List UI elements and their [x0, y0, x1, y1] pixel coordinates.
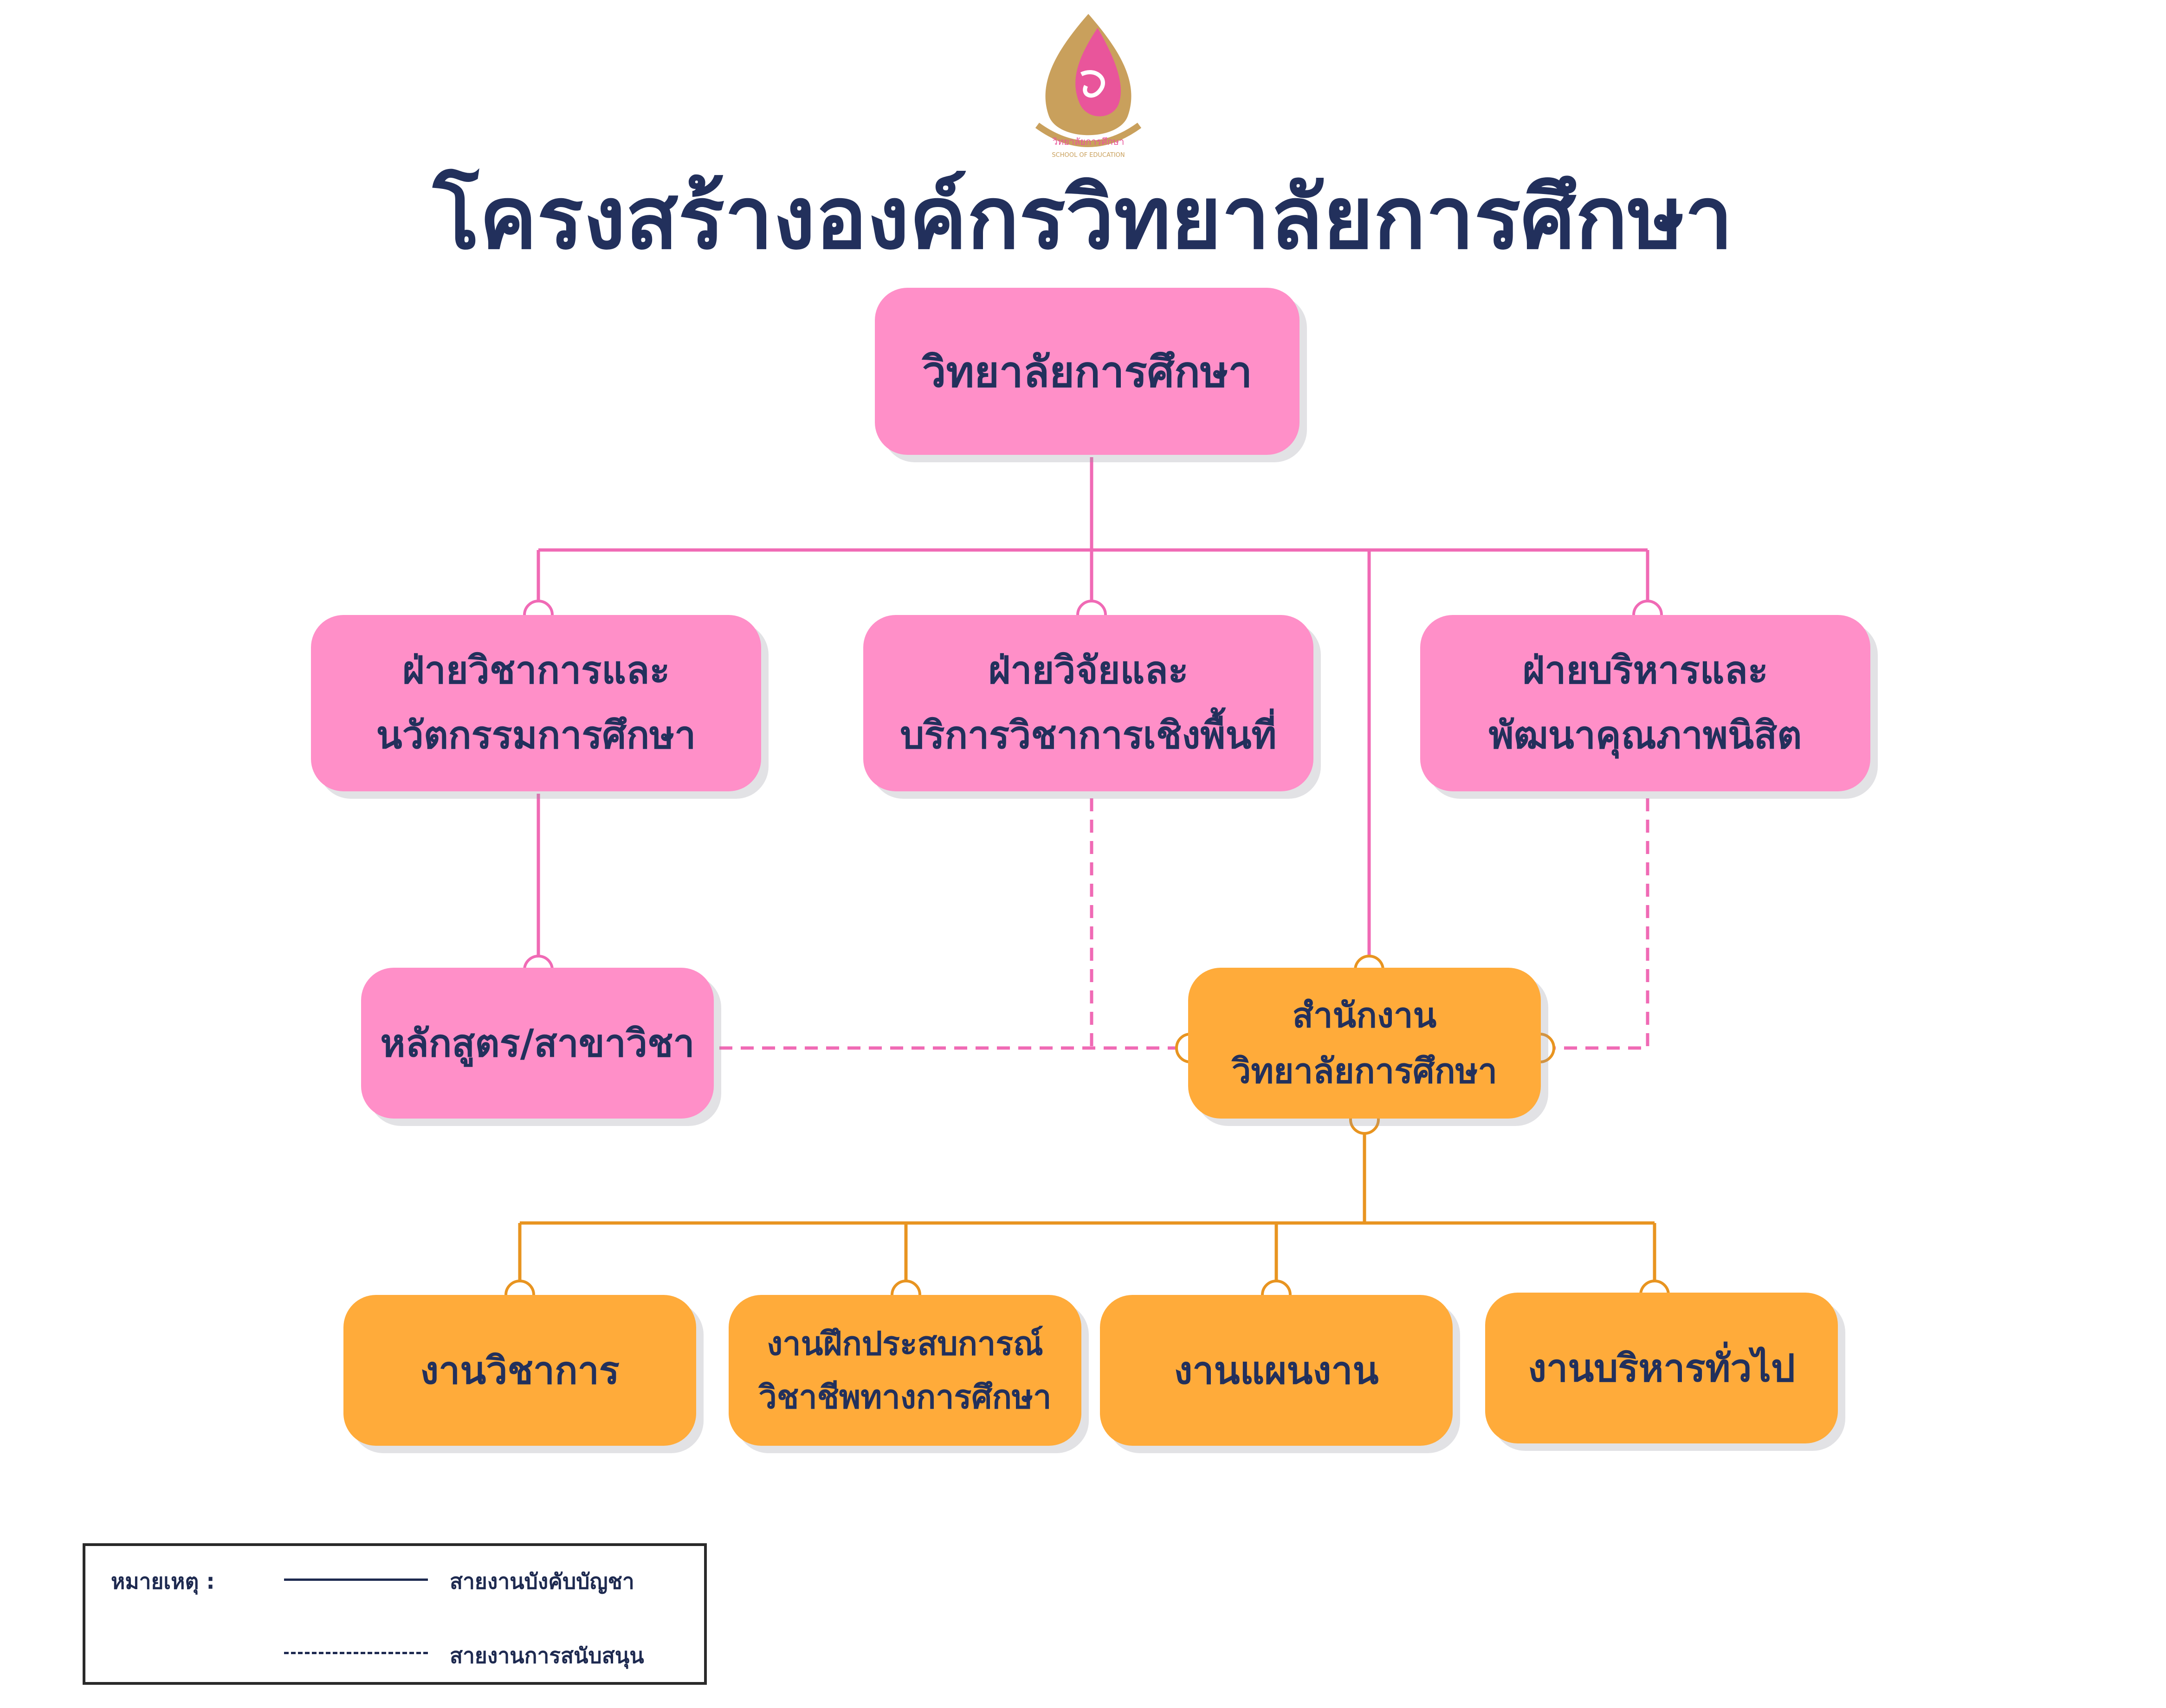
node-label: ฝ่ายวิจัยและ: [988, 648, 1189, 692]
node-root: วิทยาลัยการศึกษา: [875, 288, 1300, 455]
logo-text-bottom: SCHOOL OF EDUCATION: [1052, 152, 1125, 159]
node-label: สำนักงาน: [1292, 995, 1437, 1035]
node-academic-affairs: งานวิชาการ: [343, 1295, 696, 1446]
node-practicum: งานฝึกประสบการณ์ วิชาชีพทางการศึกษา: [729, 1295, 1081, 1446]
node-general-admin: งานบริหารทั่วไป: [1485, 1293, 1838, 1443]
node-label: ฝ่ายบริหารและ: [1522, 648, 1768, 692]
node-planning: งานแผนงาน: [1100, 1295, 1453, 1446]
node-label: หลักสูตร/สาขาวิชา: [380, 1021, 695, 1066]
legend-solid-line-sample: [284, 1579, 428, 1581]
legend-solid-text: สายงานบังคับบัญชา: [450, 1569, 634, 1594]
legend-dashed-text: สายงานการสนับสนุน: [450, 1643, 644, 1668]
node-admin-division: ฝ่ายบริหารและ พัฒนาคุณภาพนิสิต: [1420, 615, 1870, 791]
dashed-admin-support: [1540, 798, 1649, 1050]
node-research-division: ฝ่ายวิจัยและ บริการวิชาการเชิงพื้นที่: [863, 615, 1313, 791]
legend-dashed-line-sample: [284, 1652, 428, 1654]
node-label: งานวิชาการ: [420, 1348, 620, 1393]
logo-text-top: วิทยาลัยการศึกษา: [1053, 136, 1125, 147]
node-label: งานแผนงาน: [1174, 1348, 1379, 1393]
node-label: พัฒนาคุณภาพนิสิต: [1488, 713, 1802, 757]
college-logo: วิทยาลัยการศึกษา SCHOOL OF EDUCATION: [1035, 14, 1142, 159]
legend-label: หมายเหตุ :: [111, 1569, 215, 1594]
node-office: สำนักงาน วิทยาลัยการศึกษา: [1188, 968, 1541, 1119]
node-label: นวัตกรรมการศึกษา: [376, 713, 696, 757]
node-label: งานบริหารทั่วไป: [1528, 1346, 1795, 1391]
node-label: งานฝึกประสบการณ์: [767, 1324, 1043, 1363]
node-academic-division: ฝ่ายวิชาการและ นวัตกรรมการศึกษา: [311, 615, 761, 791]
logo-swirl: [1080, 70, 1105, 98]
node-curriculum: หลักสูตร/สาขาวิชา: [361, 968, 714, 1119]
legend-box: หมายเหตุ : สายงานบังคับบัญชา สายงานการสน…: [83, 1543, 707, 1685]
node-label: วิทยาลัยการศึกษา: [922, 347, 1253, 397]
node-label: วิทยาลัยการศึกษา: [1231, 1051, 1498, 1091]
node-label: ฝ่ายวิชาการและ: [402, 648, 670, 692]
node-label: วิชาชีพทางการศึกษา: [758, 1378, 1052, 1416]
node-label: บริการวิชาการเชิงพื้นที่: [900, 713, 1277, 757]
page-title: โครงสร้างองค์กรวิทยาลัยการศึกษา: [433, 168, 1733, 268]
logo-ribbon: [1035, 123, 1142, 147]
